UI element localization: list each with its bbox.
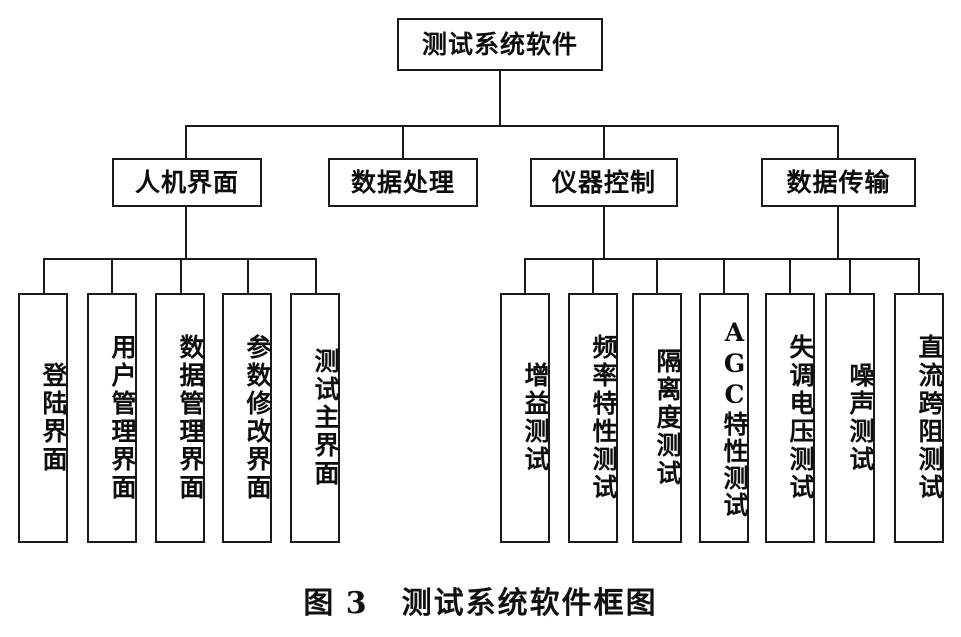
node-level2-data-transmission: 数据传输 [761, 158, 916, 207]
connector-stem-data-transmission [837, 207, 839, 260]
node-leaf-data-management-screen: 数据管理界面 [155, 293, 205, 543]
node-level2-data-processing: 数据处理 [328, 158, 478, 207]
connector-main-bar [185, 125, 839, 127]
connector-drop-level2-2 [402, 125, 404, 159]
node-leaf-parameter-modification-screen: 参数修改界面 [222, 293, 272, 543]
connector-drop-right-1 [524, 258, 526, 293]
node-level2-human-machine-interface: 人机界面 [112, 158, 262, 207]
figure-caption-title: 测试系统软件框图 [401, 586, 658, 621]
connector-drop-right-7 [918, 258, 920, 293]
connector-stem-instrument-control [603, 207, 605, 260]
connector-drop-left-1 [43, 258, 45, 293]
node-leaf-offset-voltage-test: 失调电压测试 [765, 293, 815, 543]
node-level2-instrument-control: 仪器控制 [530, 158, 678, 207]
connector-stem-left-subtree [185, 207, 187, 260]
connector-drop-level2-4 [837, 125, 839, 159]
node-leaf-frequency-response-test: 频率特性测试 [568, 293, 618, 543]
connector-drop-right-4 [723, 258, 725, 293]
node-leaf-gain-test: 增益测试 [500, 293, 550, 543]
connector-drop-left-3 [180, 258, 182, 293]
connector-drop-right-2 [592, 258, 594, 293]
connector-drop-left-4 [247, 258, 249, 293]
connector-drop-level2-1 [185, 125, 187, 159]
node-leaf-agc-characteristic-test: AGC特性测试 [699, 293, 749, 543]
node-leaf-user-management-screen: 用户管理界面 [87, 293, 137, 543]
node-leaf-noise-test: 噪声测试 [825, 293, 875, 543]
connector-drop-level2-3 [603, 125, 605, 159]
connector-drop-right-6 [849, 258, 851, 293]
connector-drop-left-2 [111, 258, 113, 293]
connector-drop-right-3 [656, 258, 658, 293]
node-leaf-dc-transimpedance-test: 直流跨阻测试 [894, 293, 944, 543]
connector-drop-right-5 [789, 258, 791, 293]
node-leaf-isolation-test: 隔离度测试 [632, 293, 682, 543]
node-leaf-login-screen: 登陆界面 [18, 293, 68, 543]
figure-caption: 图 3 测试系统软件框图 [0, 578, 961, 622]
node-root: 测试系统软件 [397, 18, 603, 71]
connector-drop-left-5 [315, 258, 317, 293]
figure-caption-number: 图 3 [303, 586, 368, 621]
node-leaf-test-main-screen: 测试主界面 [290, 293, 340, 543]
connector-root-stem [499, 71, 501, 126]
connector-right-sub-bar [524, 258, 920, 260]
